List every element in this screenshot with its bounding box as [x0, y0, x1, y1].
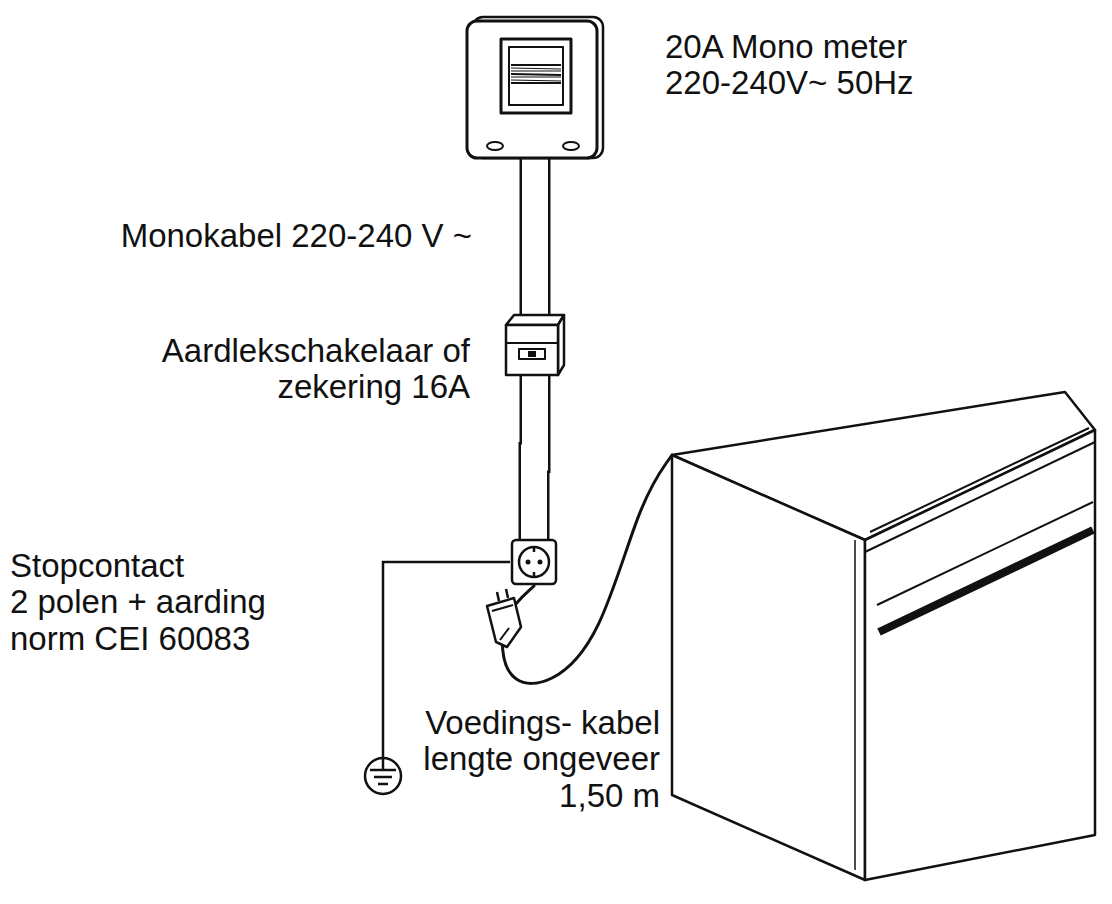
label-group: Stopcontact2 polen + aarding norm CEI 60…: [10, 548, 300, 657]
cable: [534, 373, 535, 542]
cable: [535, 156, 536, 317]
socket-symbol: [510, 538, 558, 586]
part-label: Aardlekschakelaar of zekering 16A: [130, 333, 470, 406]
cable-fill: [522, 156, 548, 317]
cable-fill: [534, 373, 535, 542]
oven-node: Voedings- kabel lengte ongeveer 1,50 m: [665, 390, 1100, 885]
power-cord: [502, 455, 672, 683]
cable-outline: [534, 373, 535, 542]
part-label: 20A Mono meter 220-240V~ 50Hz: [665, 29, 945, 102]
part-label: 2 polen + aarding norm CEI 60083: [10, 584, 300, 657]
label-group: 20A Mono meter 220-240V~ 50Hz: [665, 29, 945, 102]
meter-node: 20A Mono meter 220-240V~ 50Hz: [465, 15, 605, 160]
label-group: Aardlekschakelaar of zekering 16A: [130, 333, 470, 406]
oven-symbol: [665, 390, 1100, 885]
breaker-symbol: [504, 313, 566, 377]
label-group: Voedings- kabel lengte ongeveer 1,50 m: [410, 705, 660, 814]
cable-label: Monokabel 220-240 V ~: [100, 218, 474, 254]
earth-symbol: [365, 758, 401, 794]
plug: [487, 589, 521, 647]
part-label: Stopcontact: [10, 548, 300, 584]
cord-line: [502, 455, 672, 683]
cable-outline: [520, 156, 551, 317]
part-label: Voedings- kabel lengte ongeveer 1,50 m: [410, 705, 660, 814]
socket-node: Stopcontact2 polen + aarding norm CEI 60…: [510, 538, 558, 586]
breaker-node: Aardlekschakelaar of zekering 16A: [504, 313, 566, 377]
meter-symbol: [465, 15, 605, 160]
